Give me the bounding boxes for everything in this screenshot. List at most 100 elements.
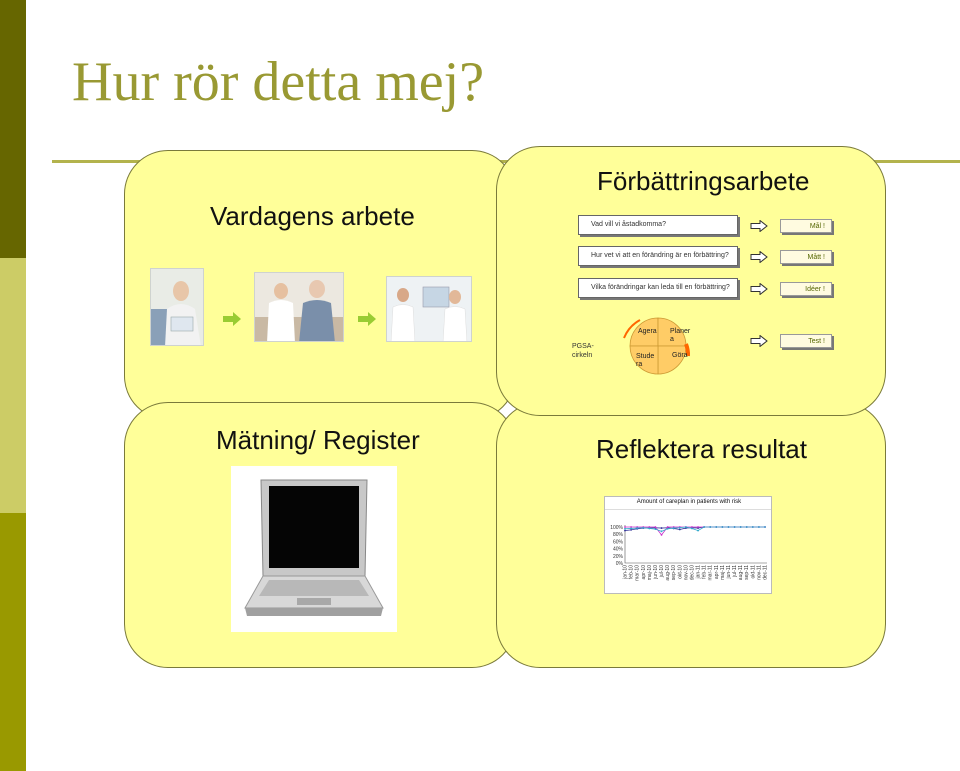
chart-point (630, 526, 632, 528)
chart-point (715, 526, 718, 528)
pdsa-studera: Stude ra (636, 353, 655, 368)
chart-point (739, 526, 742, 528)
chart-x-tick-label: nov-10 (683, 565, 689, 581)
arrow-icon (357, 312, 377, 331)
pdsa-gora: Göra (672, 352, 688, 359)
chart-x-tick-label: aug-10 (665, 565, 671, 581)
tag-matt: Mått ! (780, 250, 832, 264)
chart-point (642, 526, 645, 529)
chart-x-tick-label: okt-10 (677, 565, 683, 579)
question-row-1: Vad vill vi åstadkomma? (578, 215, 738, 235)
chart-point (678, 526, 681, 529)
forbattring-title: Förbättringsarbete (597, 166, 810, 196)
chart-point (648, 527, 651, 530)
chart-point (691, 526, 693, 528)
chart-x-tick-label: nov-11 (756, 565, 762, 580)
chart-x-tick-label: feb-11 (702, 565, 708, 579)
chart-container: Amount of careplan in patients with risk… (604, 496, 772, 594)
chart-y-tick-label: 80% (613, 532, 624, 538)
question-row-2: Hur vet vi att en förändring är en förbä… (578, 246, 738, 266)
chart-y-tick-label: 0% (616, 561, 624, 567)
tag-test: Test ! (780, 334, 832, 348)
chart-point (678, 528, 681, 531)
chart-point (630, 527, 632, 530)
chart-x-tick-label: maj-11 (720, 565, 726, 580)
tag-mal: Mål ! (780, 219, 832, 233)
chart-point (666, 526, 669, 528)
chart-point (758, 526, 760, 528)
chart-point (666, 527, 669, 530)
chart-point (721, 526, 724, 528)
vardagens-title: Vardagens arbete (210, 201, 415, 231)
outline-arrow-icon (750, 282, 768, 300)
chart-x-tick-label: mar-10 (635, 565, 641, 581)
chart-x-tick-label: jun-11 (726, 565, 732, 580)
pdsa-agera: Agera (638, 328, 657, 335)
photo-nurses (386, 276, 472, 342)
outline-arrow-icon (750, 219, 768, 237)
chart-x-tick-label: dec-10 (689, 565, 695, 581)
chart-point (691, 527, 693, 530)
chart-point (660, 527, 663, 529)
chart-x-tick-label: jan-10 (623, 565, 629, 580)
outline-arrow-icon (750, 334, 768, 352)
slide-title: Hur rör detta mej? (72, 51, 485, 113)
chart-x-tick-label: jun-10 (653, 565, 659, 580)
chart-point (672, 527, 675, 529)
chart-point (727, 526, 730, 528)
chart-point (745, 526, 748, 528)
chart-point (624, 529, 626, 532)
panel-reflektera (496, 402, 886, 668)
pdsa-cycle-diagram (610, 316, 706, 381)
chart-point (751, 526, 754, 528)
chart-axes (624, 525, 767, 564)
chart-title-divider (605, 509, 771, 510)
chart-x-tick-label: mar-11 (708, 565, 714, 581)
chart-point (624, 526, 626, 528)
chart-y-tick-label: 20% (613, 554, 624, 560)
chart-x-tick-label: apr-11 (714, 565, 720, 579)
side-bar-top (0, 0, 26, 258)
chart-point (660, 530, 663, 533)
chart-x-tick-label: jul-11 (732, 565, 738, 578)
chart-x-tick-label: jan-11 (696, 565, 702, 580)
matning-title: Mätning/ Register (216, 425, 420, 455)
pdsa-planera: Planer a (670, 328, 691, 343)
chart-title: Amount of careplan in patients with risk (636, 499, 742, 505)
tag-ideer: Idéer ! (780, 282, 832, 296)
chart-point (764, 526, 766, 528)
chart-point (697, 529, 699, 532)
photo-patient (150, 268, 204, 346)
chart-point (684, 526, 687, 528)
side-bar-bottom (0, 513, 26, 771)
pdsa-label: PGSA- cirkeln (572, 343, 594, 359)
chart-series-line (624, 526, 765, 531)
arrow-icon (222, 312, 242, 331)
chart-x-tick-label: apr-10 (641, 565, 647, 580)
chart-point (733, 526, 736, 528)
laptop-image (231, 466, 397, 632)
outline-arrow-icon (750, 250, 768, 268)
reflektera-title: Reflektera resultat (596, 434, 807, 464)
chart-point (624, 527, 626, 530)
chart-x-tick-label: sep-10 (671, 565, 677, 581)
chart-y-tick-label: 60% (613, 539, 624, 545)
chart-point (654, 528, 657, 531)
chart-x-tick-label: okt-11 (750, 565, 756, 579)
chart-point (654, 526, 657, 528)
question-row-3: Vilka förändringar kan leda till en förb… (578, 278, 738, 298)
chart-x-tick-label: jul-10 (659, 565, 665, 578)
chart-series-line (624, 526, 765, 532)
chart-x-tick-label: sep-11 (744, 565, 750, 580)
chart-point (697, 526, 699, 528)
chart-y-tick-label: 40% (613, 547, 624, 553)
chart-point (709, 526, 712, 528)
chart-x-tick-label: feb-10 (629, 565, 635, 579)
chart-point (630, 528, 632, 531)
chart-point (648, 526, 651, 528)
chart-y-tick-label: 100% (610, 525, 623, 531)
chart-point (636, 527, 639, 529)
chart-x-tick-label: maj-10 (647, 565, 653, 581)
chart-point (660, 534, 663, 536)
